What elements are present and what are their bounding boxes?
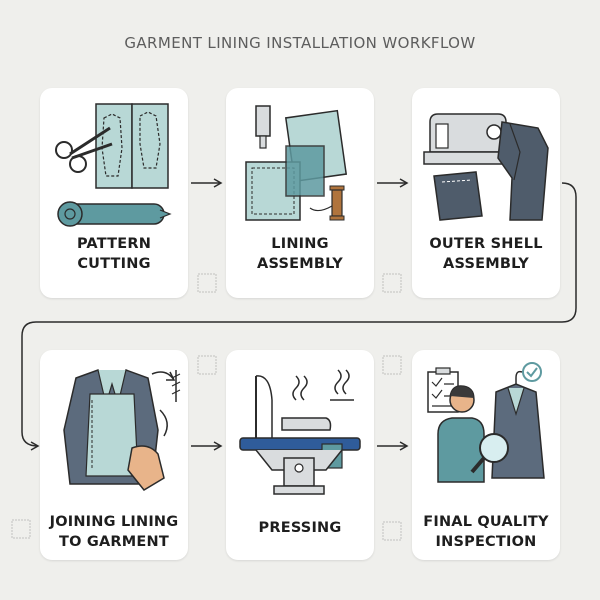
inspector-magnifier-icon [427, 362, 545, 483]
step-label-line2: INSPECTION [435, 534, 537, 550]
step-label-line2: TO GARMENT [59, 534, 169, 550]
step-label-line1: PRESSING [258, 520, 342, 536]
step-label-line2: CUTTING [77, 256, 151, 272]
step-card-joining-lining: JOINING LINING TO GARMENT [40, 350, 188, 560]
scissors-fabric-icon [55, 103, 172, 227]
step-card-lining-assembly: LINING ASSEMBLY [226, 88, 374, 298]
sewing-machine-jacket-icon [423, 113, 549, 221]
step-label-line1: PATTERN [76, 236, 152, 252]
jacket-hand-icon [63, 369, 181, 491]
step-card-pressing: PRESSING [226, 350, 374, 560]
step-card-outer-shell-assembly: OUTER SHELL ASSEMBLY [412, 88, 560, 298]
step-label-line1: JOINING LINING [49, 514, 179, 530]
step-label-line1: FINAL QUALITY [423, 514, 549, 530]
step-card-final-inspection: FINAL QUALITY INSPECTION [412, 350, 560, 560]
diagram-title: GARMENT LINING INSTALLATION WORKFLOW [124, 34, 476, 52]
step-card-pattern-cutting: PATTERN CUTTING [40, 88, 188, 298]
step-label-line2: ASSEMBLY [443, 256, 529, 272]
pressing-table-icon [239, 369, 361, 495]
step-label-line1: OUTER SHELL [429, 236, 543, 252]
step-label-line2: ASSEMBLY [257, 256, 343, 272]
step-label-line1: LINING [271, 236, 329, 252]
fabric-panels-thread-icon [245, 105, 348, 221]
